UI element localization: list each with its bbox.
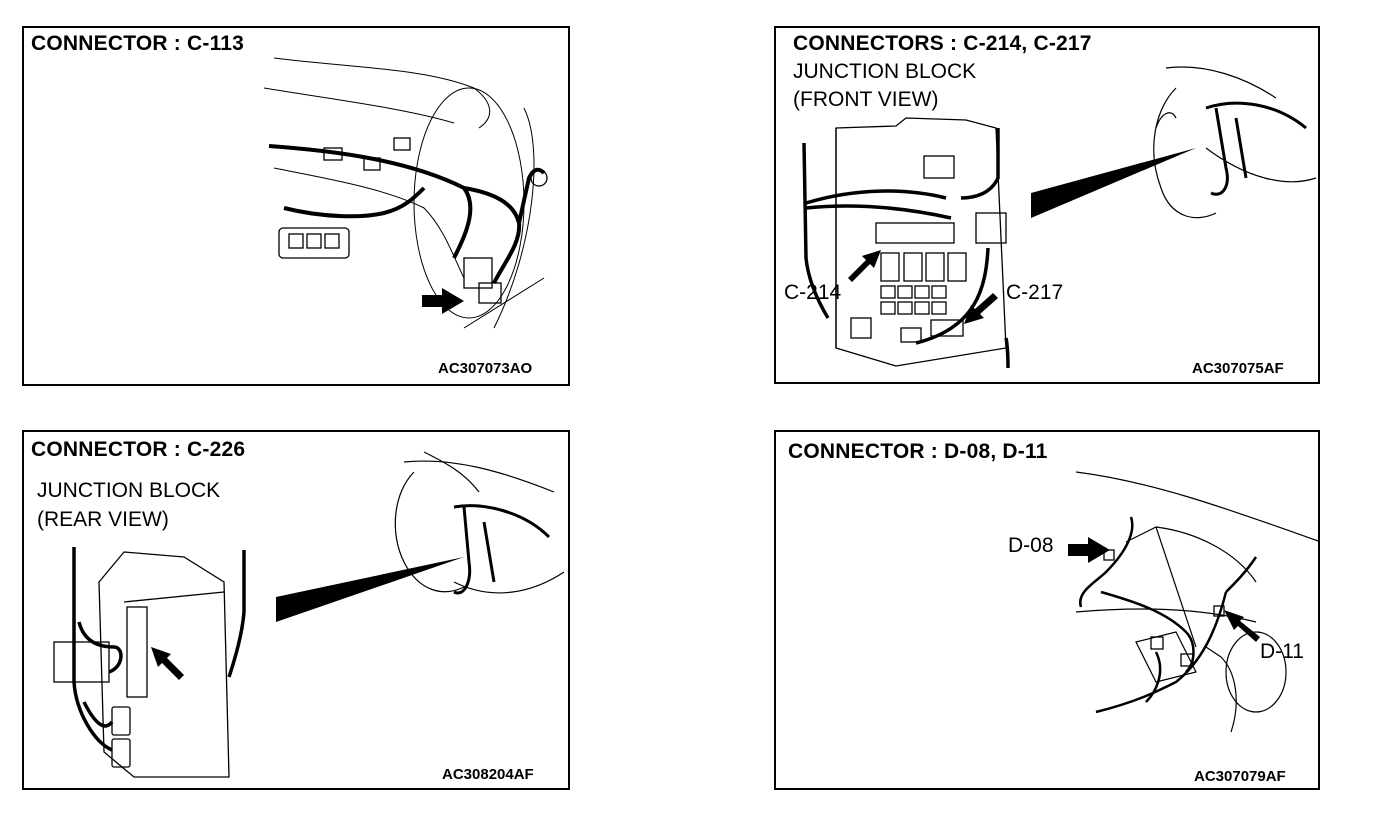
panel-connector-c226: CONNECTOR : C-226 JUNCTION BLOCK (REAR V… [22,430,570,790]
c113-illustration [263,57,548,329]
panel-connectors-c214-c217: CONNECTORS : C-214, C-217 JUNCTION BLOCK… [774,26,1320,384]
callout-d08: D-08 [1008,534,1054,557]
subtitle-line-2: (FRONT VIEW) [793,88,939,111]
c214-c217-illustration [802,66,1317,369]
panel-title: CONNECTOR : C-113 [31,32,245,55]
figure-code: AC307075AF [1192,360,1284,377]
panel-title: CONNECTOR : C-226 [31,438,246,461]
subtitle-line-2: (REAR VIEW) [37,508,169,531]
arrow-c113 [422,288,464,314]
arrow-d11 [1224,610,1260,642]
callout-c217: C-217 [1006,281,1064,304]
zoom-wedge [276,557,464,622]
subtitle-line-1: JUNCTION BLOCK [793,60,977,83]
figure-code: AC307073AO [438,360,533,377]
figure-code: AC308204AF [442,766,534,783]
panel-title: CONNECTORS : C-214, C-217 [793,32,1092,55]
callout-d11: D-11 [1260,640,1304,663]
zoom-wedge [1031,148,1196,218]
d08-d11-illustration [1068,471,1318,733]
callout-c214: C-214 [784,281,842,304]
subtitle-line-1: JUNCTION BLOCK [37,479,221,502]
c226-illustration [53,451,565,778]
panel-title: CONNECTOR : D-08, D-11 [788,440,1048,463]
arrow-d08 [1068,537,1110,563]
panel-connector-d08-d11: CONNECTOR : D-08, D-11 D-08 D-11 AC30707… [774,430,1320,790]
arrow-c226 [151,647,184,680]
arrow-c217 [964,293,998,324]
figure-code: AC307079AF [1194,768,1286,785]
panel-connector-c113: CONNECTOR : C-113 AC307073AO [22,26,570,386]
arrow-c214 [848,250,881,282]
